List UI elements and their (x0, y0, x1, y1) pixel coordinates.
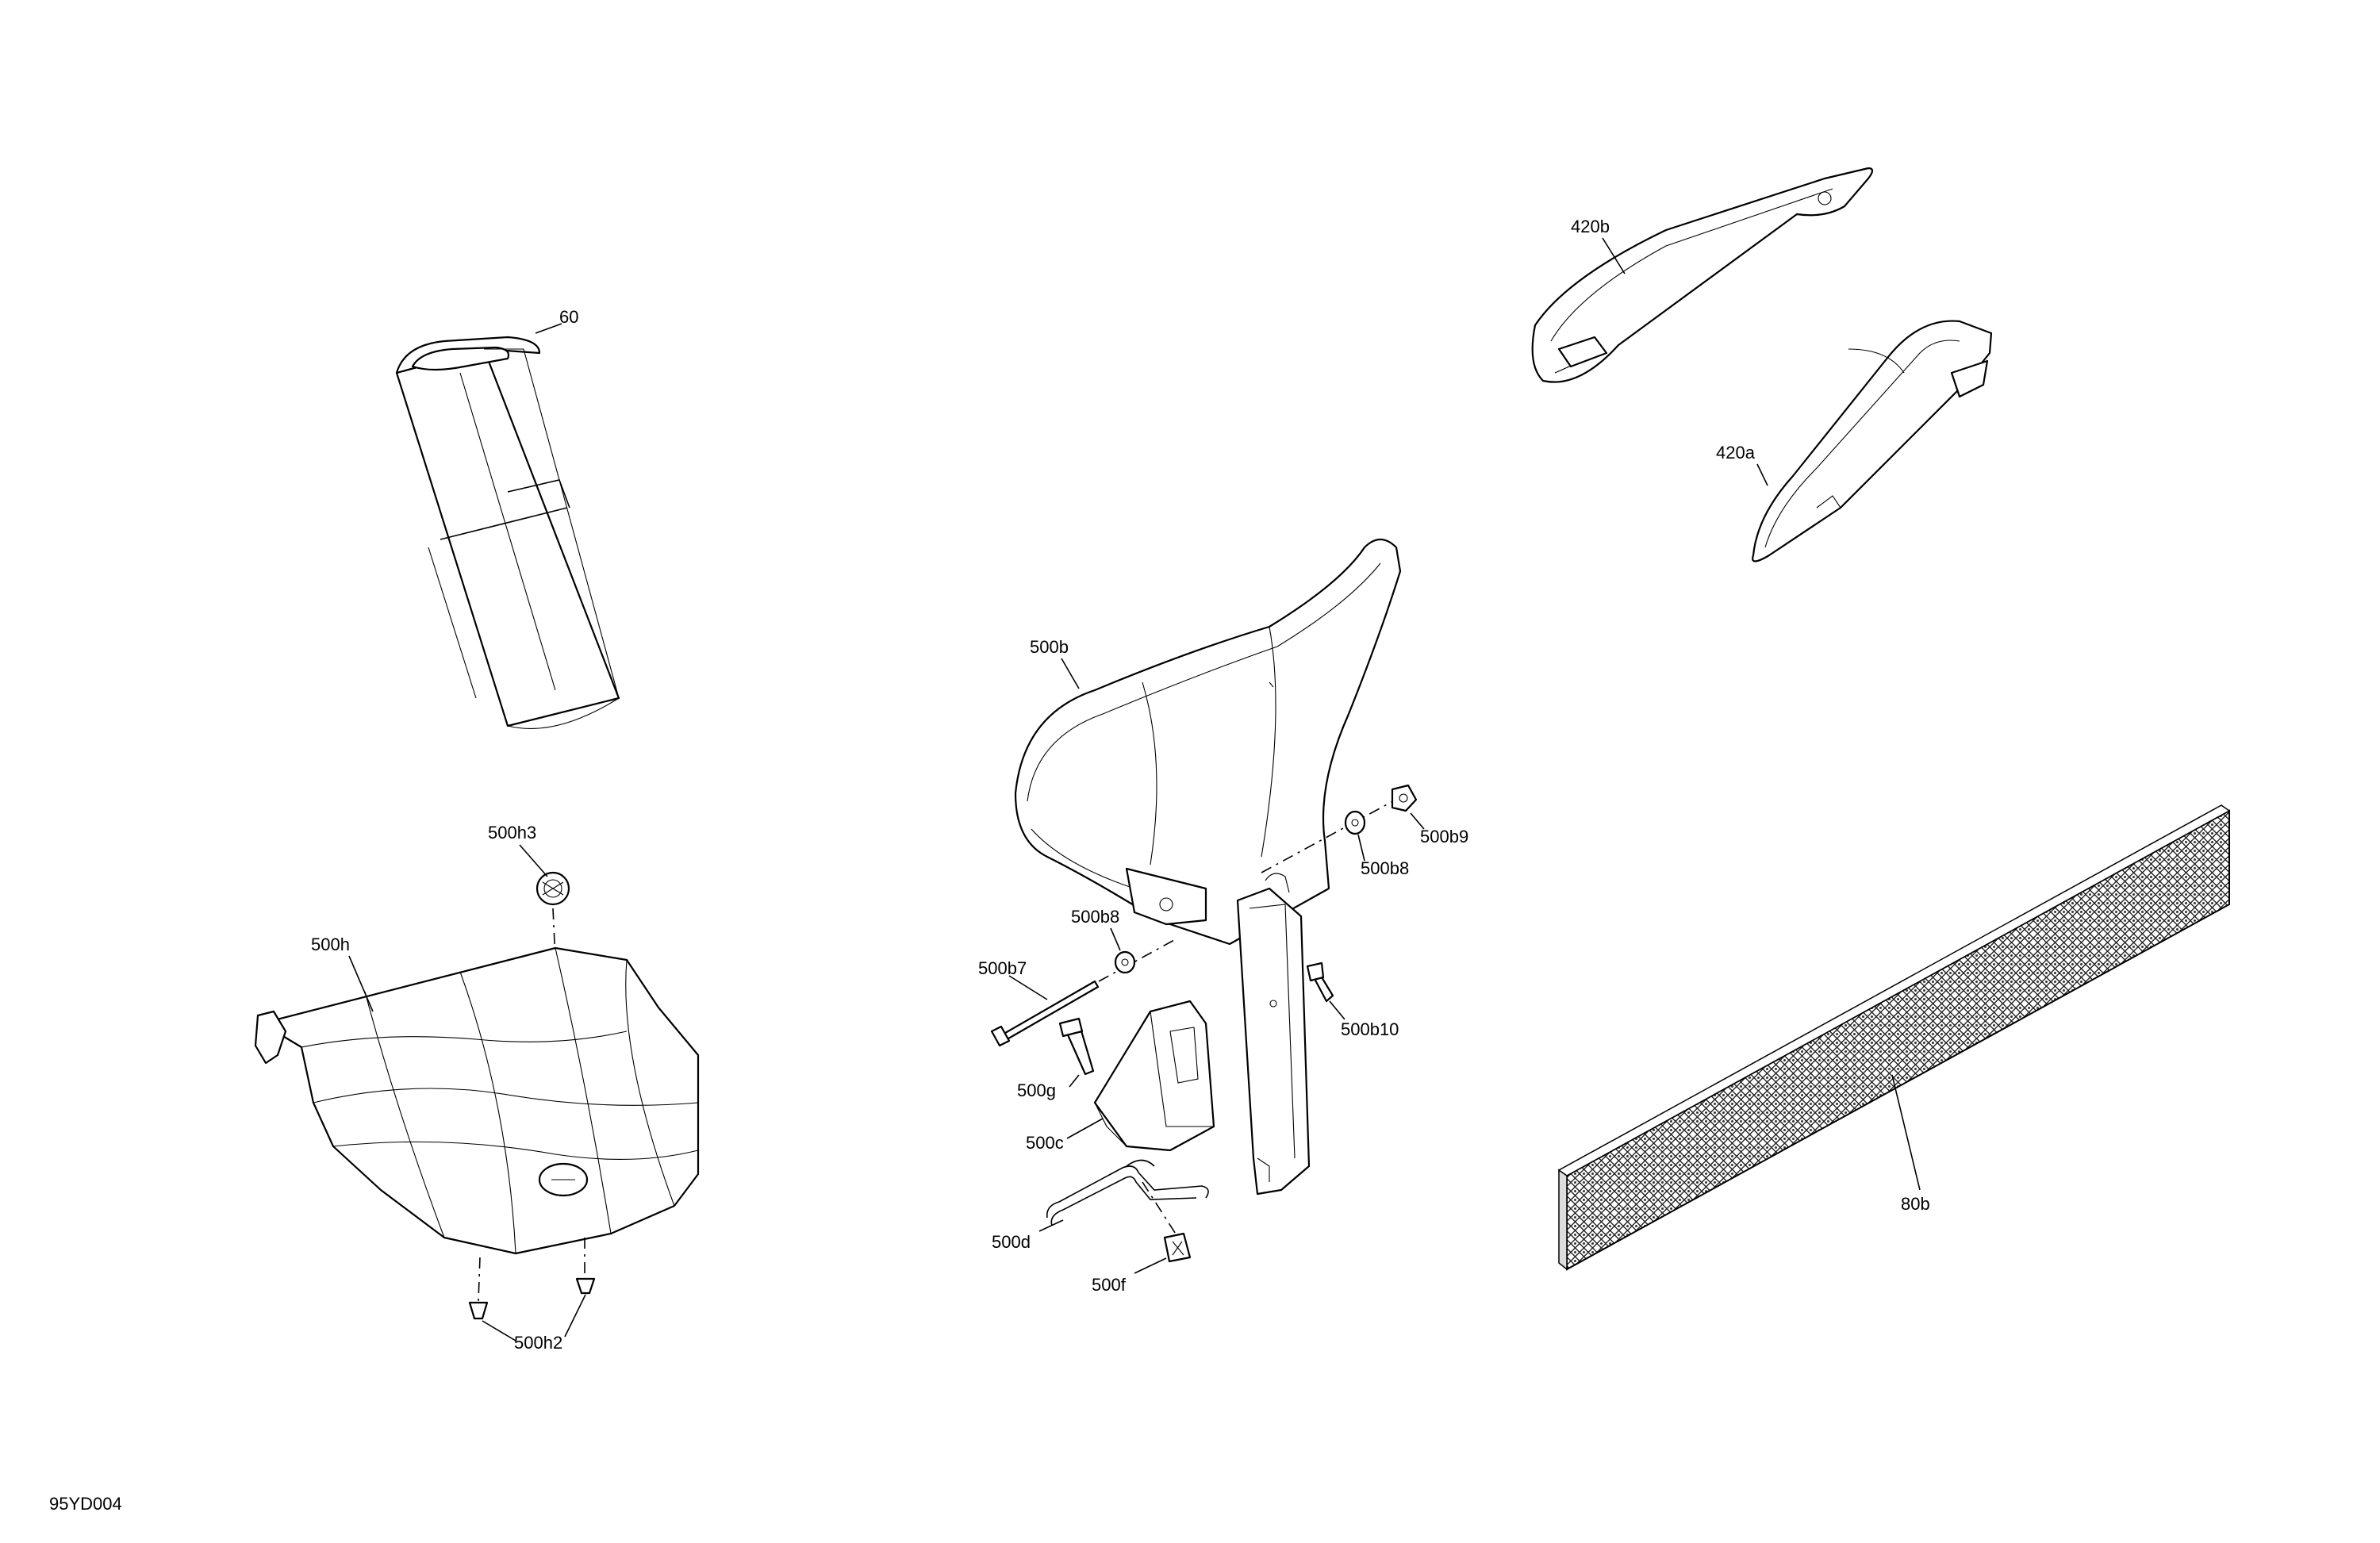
leader-500f (1134, 1257, 1167, 1274)
leader-500b8-left (1110, 927, 1121, 951)
leader-500c (1066, 1118, 1104, 1139)
part-500b10-bolt (1306, 961, 1334, 1003)
label-420b: 420b (1571, 217, 1610, 236)
leader-500b7 (1008, 975, 1048, 1000)
leader-80b (1891, 1074, 1921, 1191)
leader-500h2-a (482, 1320, 516, 1341)
label-500b10: 500b10 (1341, 1019, 1399, 1039)
part-420b-handle (1531, 167, 1874, 383)
leader-500h (348, 955, 374, 1012)
label-500b7: 500b7 (978, 958, 1027, 978)
label-500c: 500c (1026, 1133, 1064, 1153)
label-500f: 500f (1092, 1275, 1127, 1295)
label-500h3: 500h3 (488, 823, 536, 843)
leader-500h2-b (564, 1294, 586, 1338)
part-500h3-cap (536, 871, 570, 906)
label-500b9: 500b9 (1420, 827, 1468, 846)
leader-60 (535, 323, 562, 334)
part-80b-mesh-strip (1557, 804, 2231, 1271)
part-500b7-bolt (990, 980, 1100, 1047)
label-420a: 420a (1716, 443, 1756, 463)
label-80b: 80b (1901, 1194, 1930, 1214)
label-500b: 500b (1030, 637, 1069, 657)
part-500g-screw (1058, 1017, 1095, 1076)
drawing-number: 95YD004 (49, 1494, 122, 1514)
part-500b9-nut (1391, 784, 1418, 812)
part-420a-handle (1752, 320, 1993, 562)
leader-500b9 (1410, 812, 1425, 830)
axis-500b7 (1098, 939, 1175, 982)
part-500h-panel (254, 946, 700, 1255)
label-500b8-right: 500b8 (1361, 858, 1409, 878)
label-500b8-left: 500b8 (1071, 907, 1119, 927)
label-500d: 500d (992, 1232, 1031, 1252)
part-backrest-bracket (1236, 873, 1311, 1196)
leader-500b10 (1329, 1000, 1345, 1020)
leader-500b (1061, 658, 1080, 689)
part-500h2-rivets (468, 1238, 596, 1320)
leader-420b (1602, 237, 1626, 274)
leader-500b8-right (1357, 834, 1365, 862)
part-500b-backrest (1014, 538, 1402, 946)
axis-500b9 (1261, 796, 1401, 873)
label-500h: 500h (311, 935, 350, 954)
leader-500d (1038, 1219, 1064, 1232)
leader-420a (1756, 463, 1768, 486)
part-500c-latch (1093, 1000, 1215, 1152)
leader-500h3 (519, 844, 548, 877)
part-500f-clip (1142, 1181, 1192, 1263)
label-500h2: 500h2 (514, 1333, 562, 1353)
part-500b8-washer-right (1344, 810, 1366, 835)
part-60-sleeve (395, 336, 620, 730)
leader-500g (1069, 1074, 1080, 1088)
label-500g: 500g (1017, 1080, 1056, 1100)
part-500b8-washer-left (1114, 950, 1136, 974)
part-500d-wire (1046, 1159, 1209, 1226)
label-60: 60 (559, 307, 578, 327)
